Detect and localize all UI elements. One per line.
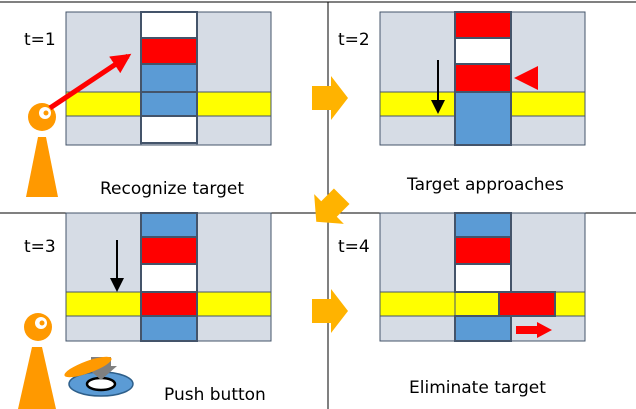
target-block (454, 236, 512, 265)
target-block (454, 11, 512, 39)
pointer-triangle-icon (514, 66, 538, 90)
flow-arrow-icon (314, 188, 350, 224)
game-grid-4 (379, 212, 586, 342)
game-grid-3 (65, 212, 272, 342)
target-block (454, 63, 512, 93)
down-arrow-icon (110, 240, 124, 292)
sight-line-icon (48, 53, 132, 111)
target-block (140, 37, 198, 65)
caption-4: Eliminate target (409, 378, 546, 398)
game-grid-1 (65, 11, 272, 146)
person-icon (18, 313, 56, 409)
caption-2: Target approaches (406, 175, 564, 195)
caption-3: Push button (164, 385, 266, 405)
time-label-3: t=3 (24, 237, 56, 257)
panel-2: t=2 Target approaches (338, 11, 586, 195)
target-block (140, 236, 198, 265)
flow-arrow-icon (312, 76, 348, 120)
panel-1: t=1 Recognize target (24, 11, 272, 199)
panel-3: t=3 Push button (18, 212, 272, 409)
target-block (140, 291, 198, 317)
time-label-2: t=2 (338, 30, 370, 50)
time-label-4: t=4 (338, 237, 370, 257)
push-button-icon (64, 356, 134, 397)
target-block (498, 291, 556, 317)
down-arrow-icon (431, 60, 445, 114)
move-right-arrow-icon (516, 322, 552, 338)
person-icon (26, 103, 58, 197)
flow-arrow-icon (312, 289, 348, 333)
panel-4: t=4 Eliminate target (338, 212, 586, 398)
caption-1: Recognize target (100, 179, 244, 199)
game-grid-2 (379, 11, 586, 146)
time-label-1: t=1 (24, 30, 56, 50)
